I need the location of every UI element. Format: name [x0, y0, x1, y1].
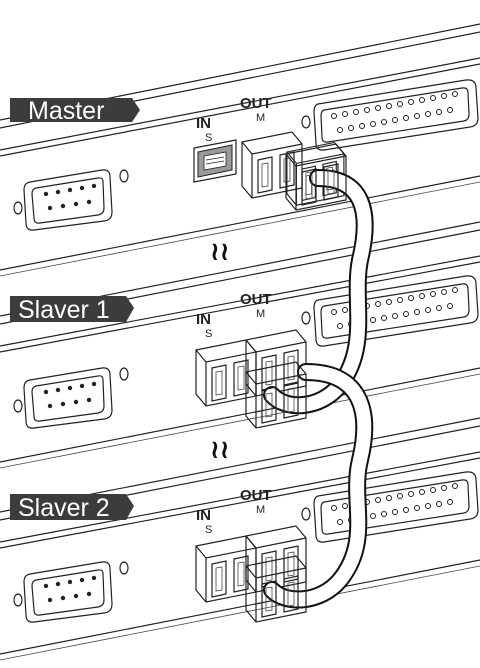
db9-connector-master [14, 170, 128, 230]
label-tag-master: Master [10, 97, 140, 125]
svg-text:IN: IN [196, 115, 211, 132]
unit-master: Master IN S OUT M [10, 95, 344, 205]
out-port-label-slaver1: OUT M [240, 291, 272, 320]
svg-text:Slaver 1: Slaver 1 [18, 296, 110, 324]
svg-text:S: S [205, 328, 212, 340]
svg-text:Slaver 2: Slaver 2 [18, 494, 110, 522]
db9-connector-slaver1 [14, 368, 128, 428]
svg-text:IN: IN [196, 311, 211, 328]
db25-connector-slaver2 [302, 466, 480, 542]
svg-text:OUT: OUT [240, 291, 272, 308]
svg-text:S: S [205, 132, 212, 144]
in-port-label-slaver2: IN S [196, 507, 212, 536]
svg-text:≀≀: ≀≀ [210, 237, 230, 267]
db9-connector-slaver2 [14, 562, 128, 622]
unit-slaver1: Slaver 1 IN S OUT M [10, 291, 306, 406]
svg-text:Master: Master [28, 97, 104, 125]
out-port-label-master: OUT M [240, 95, 272, 124]
svg-text:S: S [205, 524, 212, 536]
plug-out-master [242, 132, 302, 198]
db25-connector-slaver1 [302, 270, 480, 346]
svg-text:OUT: OUT [240, 95, 272, 112]
db25-connector-master [302, 74, 480, 150]
svg-text:M: M [256, 112, 265, 124]
svg-text:IN: IN [196, 507, 211, 524]
label-tag-slaver1: Slaver 1 [10, 296, 134, 324]
sfp-in-port-master [194, 140, 236, 182]
svg-text:≀≀: ≀≀ [210, 435, 230, 465]
break-symbol-1: ≀≀ [210, 237, 230, 267]
plug-in-slaver2 [196, 536, 256, 602]
out-port-label-slaver2: OUT M [240, 487, 272, 516]
in-port-label-slaver1: IN S [196, 311, 212, 340]
break-symbol-2: ≀≀ [210, 435, 230, 465]
in-port-label-master: IN S [196, 115, 212, 144]
svg-text:OUT: OUT [240, 487, 272, 504]
svg-text:M: M [256, 308, 265, 320]
label-tag-slaver2: Slaver 2 [10, 494, 134, 522]
svg-text:M: M [256, 504, 265, 516]
